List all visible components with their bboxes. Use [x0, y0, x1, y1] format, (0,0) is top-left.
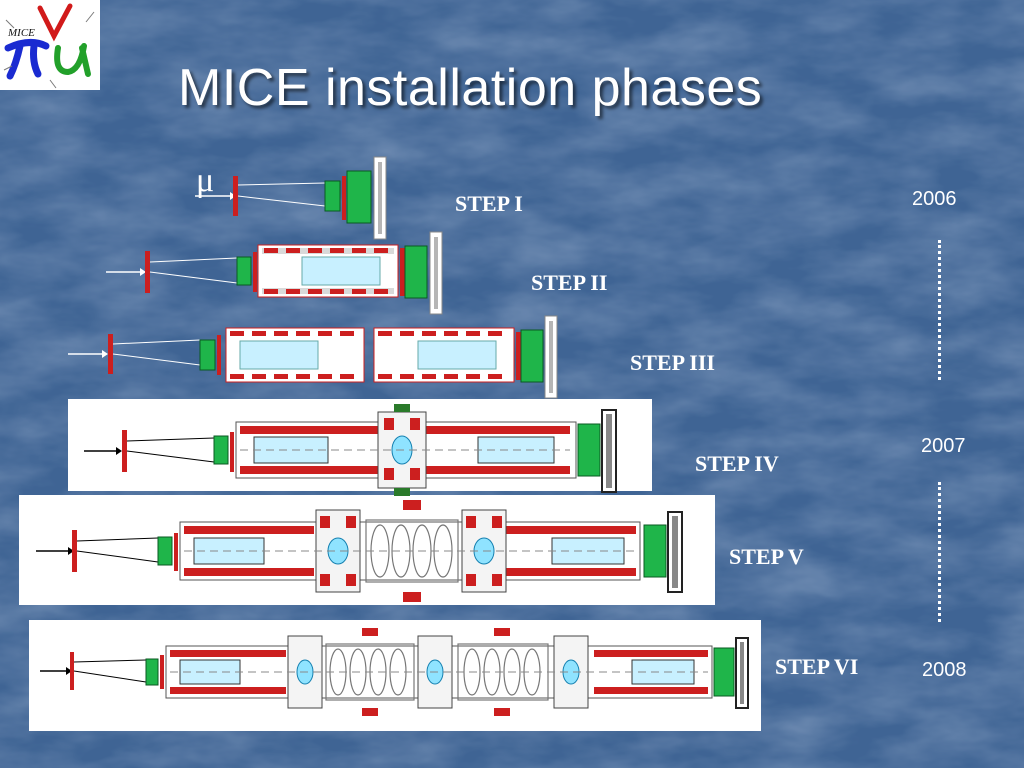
step-label-v: STEP V: [729, 544, 804, 569]
step-iv-diagram: [84, 404, 617, 496]
step-vi-diagram: [40, 628, 749, 716]
year-label-2007: 2007: [921, 435, 966, 457]
page-title: MICE installation phases: [178, 59, 763, 117]
muon-symbol: μ: [196, 162, 215, 199]
year-label-2008: 2008: [922, 659, 967, 681]
step-label-iii: STEP III: [630, 350, 715, 375]
step-ii-diagram: [106, 231, 443, 315]
step-label-iv: STEP IV: [695, 451, 779, 476]
step-iii-diagram: [68, 315, 558, 399]
step-i-diagram: [195, 156, 387, 240]
year-label-2006: 2006: [912, 188, 957, 210]
step-v-diagram: [36, 500, 683, 602]
timeline-dots-2007-2008: [938, 482, 941, 622]
mice-logo-icon: MICE: [3, 3, 95, 89]
step-label-ii: STEP II: [531, 270, 608, 295]
timeline-dots-2006-2007: [938, 240, 941, 380]
step-label-vi: STEP VI: [775, 654, 859, 679]
step-label-i: STEP I: [455, 191, 523, 216]
logo-text: MICE: [7, 27, 35, 39]
mice-logo: MICE: [0, 0, 100, 90]
